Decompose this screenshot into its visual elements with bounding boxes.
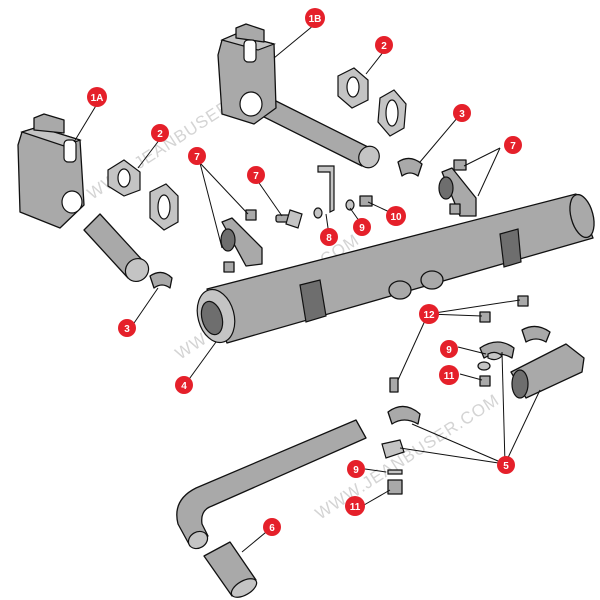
gasket-right-pair — [337, 67, 407, 137]
callout-3-left: 3 — [118, 319, 136, 337]
tail-pipe-assembly — [381, 295, 585, 495]
callout-11-bottom: 11 — [345, 496, 365, 516]
svg-text:11: 11 — [350, 502, 361, 513]
svg-text:2: 2 — [157, 129, 163, 140]
svg-text:5: 5 — [503, 461, 509, 472]
svg-text:4: 4 — [181, 381, 187, 392]
gasket-left-pair — [107, 159, 179, 231]
svg-text:8: 8 — [326, 233, 332, 244]
svg-text:7: 7 — [510, 141, 516, 152]
callout-9-middle: 9 — [440, 340, 458, 358]
svg-text:9: 9 — [359, 223, 365, 234]
svg-text:9: 9 — [353, 465, 359, 476]
callout-11-middle: 11 — [439, 365, 459, 385]
callout-12: 12 — [419, 304, 439, 324]
callout-6: 6 — [263, 518, 281, 536]
svg-text:3: 3 — [459, 109, 465, 120]
callout-2-left: 2 — [151, 124, 169, 142]
svg-text:7: 7 — [253, 171, 259, 182]
callout-4: 4 — [175, 376, 193, 394]
svg-text:3: 3 — [124, 324, 130, 335]
svg-text:6: 6 — [269, 523, 275, 534]
svg-text:1A: 1A — [91, 93, 104, 104]
heat-exchanger-left — [17, 113, 150, 283]
callout-1a: 1A — [87, 87, 107, 107]
svg-text:1B: 1B — [309, 14, 322, 25]
leader-lines — [73, 24, 541, 553]
clamp-right — [397, 157, 423, 177]
svg-text:9: 9 — [446, 345, 452, 356]
heat-exchanger-right — [217, 23, 380, 169]
callout-9-top: 9 — [353, 218, 371, 236]
callout-1b: 1B — [305, 8, 325, 28]
clamp-left — [149, 271, 173, 289]
callout-10: 10 — [386, 206, 406, 226]
hardware-cluster-top — [223, 159, 467, 273]
callout-5: 5 — [497, 456, 515, 474]
callout-3-right: 3 — [453, 104, 471, 122]
tail-pipe-curved — [176, 419, 367, 598]
callout-9-bottom: 9 — [347, 460, 365, 478]
callout-7-bolt: 7 — [247, 166, 265, 184]
callout-7-left: 7 — [188, 147, 206, 165]
callout-2-right: 2 — [375, 36, 393, 54]
svg-text:10: 10 — [390, 212, 402, 223]
svg-text:2: 2 — [381, 41, 387, 52]
svg-text:12: 12 — [423, 310, 435, 321]
svg-text:11: 11 — [444, 371, 455, 382]
muffler — [196, 167, 595, 344]
callout-8: 8 — [320, 228, 338, 246]
svg-text:7: 7 — [194, 152, 200, 163]
callout-7-right: 7 — [504, 136, 522, 154]
